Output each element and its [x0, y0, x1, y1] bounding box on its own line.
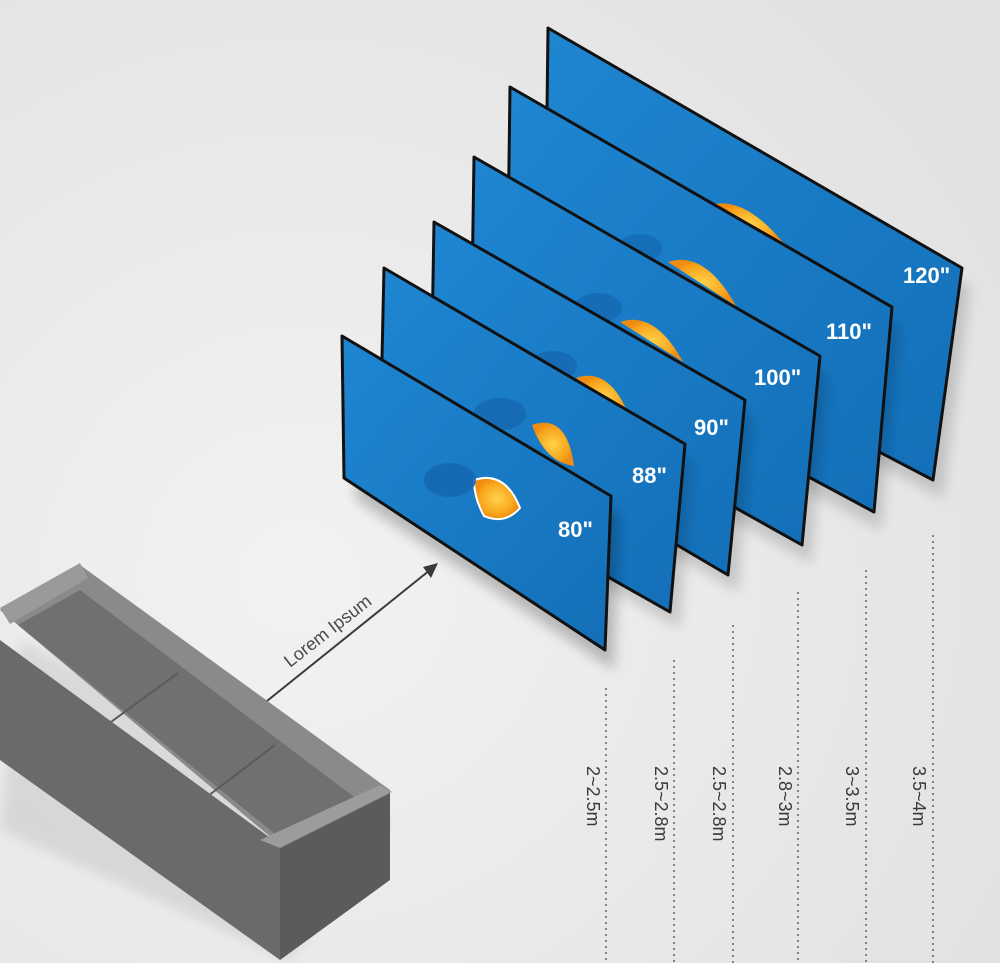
- orange-icon: [620, 319, 683, 362]
- size-label: 80": [558, 517, 593, 542]
- size-label: 88": [632, 463, 667, 488]
- arrowhead-icon: [423, 563, 438, 578]
- distance-labels: 3.5~4m 3~3.5m 2.8~3m 2.5~2.8m 2.5~2.8m 2…: [583, 766, 929, 842]
- size-label: 120": [903, 263, 950, 288]
- distance-label-110: 3~3.5m: [842, 766, 862, 827]
- distance-guides: [605, 535, 934, 963]
- screen-80: 80": [340, 334, 620, 670]
- distance-label-100: 2.8~3m: [775, 766, 795, 827]
- sofa-icon: [0, 563, 392, 960]
- size-label: 110": [826, 319, 872, 344]
- blue-fruit-icon: [424, 463, 476, 497]
- orange-icon: [532, 422, 574, 466]
- distance-label-88: 2.5~2.8m: [651, 766, 671, 842]
- size-label: 90": [694, 415, 729, 440]
- orange-icon: [472, 476, 522, 521]
- distance-label-80: 2~2.5m: [583, 766, 603, 827]
- size-label: 100": [754, 365, 801, 390]
- distance-label-120: 3.5~4m: [909, 766, 929, 827]
- distance-label-90: 2.5~2.8m: [709, 766, 729, 842]
- orange-icon: [668, 259, 736, 306]
